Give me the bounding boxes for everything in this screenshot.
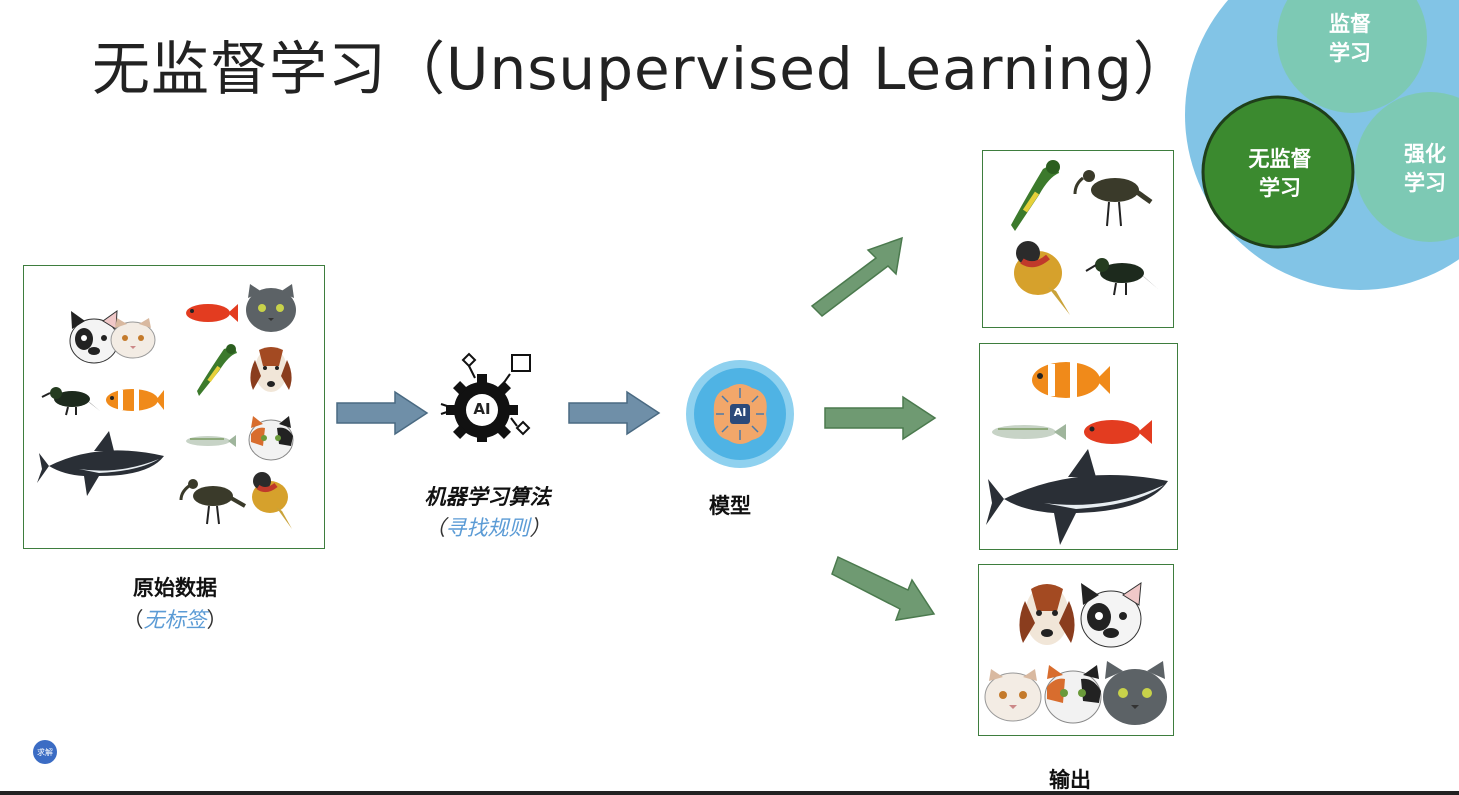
parrot-icon — [197, 344, 237, 396]
weaver-bird-icon — [252, 472, 292, 529]
sunbird-icon — [41, 387, 100, 416]
arrow-model-to-mammals — [831, 555, 936, 621]
help-badge-text: 求解 — [37, 747, 53, 757]
output-cluster-fish — [979, 343, 1178, 550]
bulldog-icon — [1080, 582, 1142, 648]
beagle-icon — [250, 347, 292, 392]
fish-cluster-animals — [986, 362, 1168, 545]
shark-icon — [37, 431, 164, 496]
ibis-icon — [179, 479, 246, 525]
arrow-model-to-birds — [810, 236, 903, 317]
venn-unsupervised-label: 无监督 学习 — [1248, 147, 1312, 200]
page-title: 无监督学习（Unsupervised Learning） — [92, 35, 1192, 103]
raw-data-sub: （无标签） — [24, 604, 326, 634]
help-badge[interactable]: 求解 — [33, 740, 57, 764]
raw-data-label: 原始数据 — [133, 576, 217, 600]
arrow-algorithm-to-model — [568, 390, 661, 436]
algorithm-sub-open: （ — [424, 516, 446, 540]
algorithm-label: 机器学习算法 — [424, 485, 551, 509]
gray-cat-icon — [246, 284, 296, 332]
red-fish-icon — [186, 304, 238, 322]
mackerel-icon — [186, 435, 236, 447]
clownfish-icon — [106, 389, 164, 411]
ai-brain-icon: AI — [684, 358, 796, 470]
model-label: 模型 — [709, 494, 751, 518]
beagle-icon — [1019, 584, 1075, 645]
clownfish-icon — [1032, 362, 1110, 398]
raw-data-sub-open: （ — [122, 608, 144, 632]
parrot-icon — [1011, 160, 1060, 231]
calico-cat-icon — [1044, 665, 1102, 724]
algorithm-sub: （寻找规则） — [380, 512, 595, 542]
venn-reinforcement-label: 强化 学习 — [1404, 142, 1446, 195]
output-cluster-birds — [982, 150, 1174, 328]
raw-data-animals — [37, 284, 296, 529]
shark-icon — [986, 449, 1168, 545]
white-cat-icon — [984, 669, 1042, 722]
venn-supervised-label: 监督 学习 — [1329, 12, 1371, 65]
raw-data-sub-close: ） — [206, 608, 228, 632]
ai-gear-icon: AI — [435, 352, 540, 442]
arrow-model-to-fish — [824, 395, 937, 441]
birds-cluster-animals — [1011, 160, 1158, 315]
white-cat-icon — [110, 318, 156, 359]
output-cluster-mammals — [978, 564, 1174, 736]
venn-unsupervised-circle — [1201, 95, 1355, 249]
red-fish-icon — [1084, 420, 1152, 444]
algorithm-sub-close: ） — [529, 516, 551, 540]
ibis-icon — [1073, 170, 1153, 227]
arrow-data-to-algorithm — [336, 390, 429, 436]
raw-data-sub-highlight: 无标签 — [143, 608, 207, 632]
gray-cat-icon — [1103, 661, 1167, 725]
output-label: 输出 — [1049, 768, 1091, 792]
calico-cat-icon — [248, 416, 294, 461]
ai-gear-text: AI — [473, 400, 491, 418]
sunbird-icon — [1085, 258, 1158, 296]
weaver-bird-icon — [1014, 241, 1070, 315]
algorithm-sub-highlight: 寻找规则 — [445, 516, 530, 540]
raw-data-box — [23, 265, 325, 549]
mackerel-icon — [992, 424, 1066, 440]
bottom-edge — [0, 791, 1459, 795]
venn-diagram — [1185, 0, 1459, 290]
venn-supervised-circle — [1277, 0, 1427, 113]
mammals-cluster-animals — [984, 582, 1167, 725]
venn-reinforcement-circle — [1355, 92, 1459, 242]
ai-brain-text: AI — [733, 406, 747, 419]
